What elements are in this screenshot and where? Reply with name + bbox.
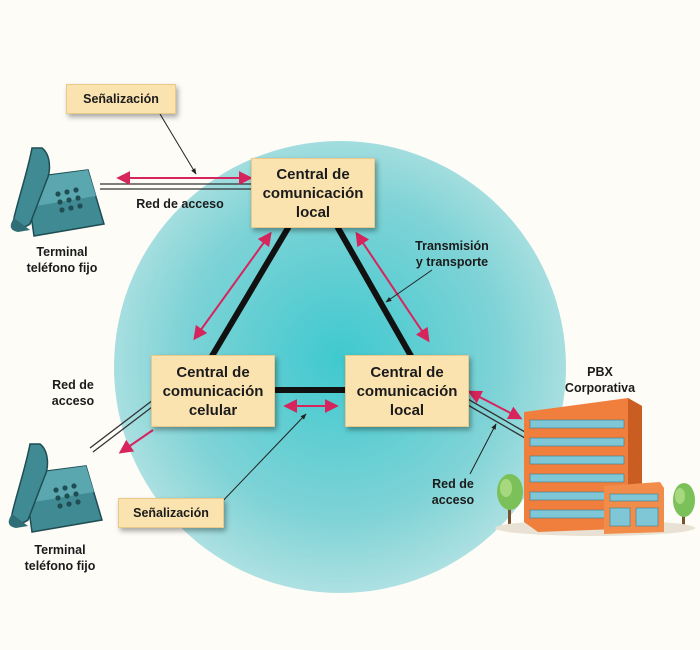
label-access-left-line2: acceso [51, 394, 95, 408]
desk-phone-icon [8, 443, 103, 533]
label-access-top: Red de acceso [120, 196, 240, 212]
label-access-right: Red de acceso [418, 476, 488, 508]
arrow-pbx [467, 390, 523, 420]
label-access-left: Red de acceso [38, 377, 108, 409]
central-celular-left: Central de comunicación celular [151, 355, 275, 427]
central-local-right: Central de comunicación local [345, 355, 469, 427]
central-celular-line3: celular [188, 401, 238, 419]
label-pbx-line2: Corporativa [564, 381, 636, 395]
label-transport-line1: Transmisión [415, 239, 489, 253]
central-local-right-line2: comunicación [356, 382, 458, 400]
label-terminal-top-line1: Terminal [36, 245, 88, 259]
arrow-right-edge [355, 231, 430, 343]
label-pbx: PBX Corporativa [552, 364, 648, 396]
label-access-right-line1: Red de [432, 477, 474, 491]
office-building-icon [495, 398, 695, 536]
label-terminal-bottom-line1: Terminal [34, 543, 86, 557]
central-local-top-line3: local [295, 203, 331, 221]
label-access-right-line2: acceso [431, 493, 475, 507]
central-local-top-line2: comunicación [262, 184, 364, 202]
pointer-lines [159, 113, 497, 507]
central-local-top-line1: Central de [276, 165, 350, 183]
label-terminal-top-line2: teléfono fijo [26, 261, 98, 275]
desk-phone-icon [10, 147, 105, 237]
label-access-left-line1: Red de [52, 378, 94, 392]
central-celular-line2: comunicación [162, 382, 264, 400]
label-terminal-bottom-line2: teléfono fijo [24, 559, 96, 573]
signaling-box-bottom: Señalización [118, 498, 224, 528]
signaling-box-top: Señalización [66, 84, 176, 114]
tree-icon [497, 474, 523, 524]
label-access-top-text: Red de acceso [136, 197, 224, 211]
tree-icon [673, 483, 695, 530]
central-local-right-line1: Central de [370, 363, 444, 381]
label-terminal-bottom: Terminal teléfono fijo [12, 542, 108, 574]
arrow-phone-bottom [118, 429, 154, 454]
label-transport-line2: y transporte [415, 255, 489, 269]
signaling-arrows [116, 171, 523, 454]
label-terminal-top: Terminal teléfono fijo [14, 244, 110, 276]
label-pbx-line1: PBX [587, 365, 613, 379]
central-celular-line1: Central de [176, 363, 250, 381]
arrow-left-edge [193, 231, 272, 341]
central-local-right-line3: local [389, 401, 425, 419]
central-local-top: Central de comunicación local [251, 158, 375, 228]
label-transport: Transmisión y transporte [404, 238, 500, 270]
